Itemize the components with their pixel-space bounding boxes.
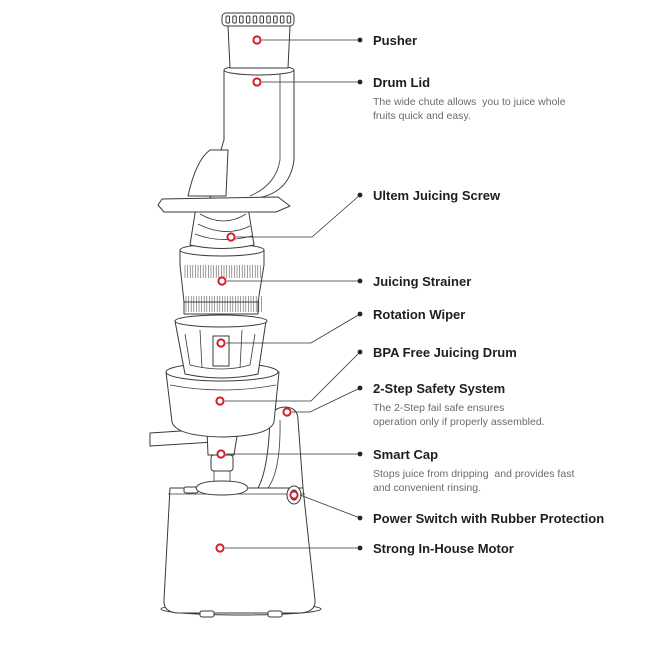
- desc-safety-system: The 2-Step fail safe ensures: [373, 402, 504, 414]
- juicer-illustration: [150, 13, 321, 617]
- label-safety-system: 2-Step Safety System: [373, 381, 505, 396]
- pusher-tooth: [226, 16, 230, 23]
- marker-pusher: [253, 36, 260, 43]
- label-smart-cap: Smart Cap: [373, 447, 438, 462]
- desc-smart-cap: Stops juice from dripping and provides f…: [373, 468, 574, 480]
- bullet-juicing-strainer: [358, 279, 363, 284]
- marker-motor: [216, 544, 223, 551]
- leader-safety-system: [292, 388, 360, 412]
- bullet-motor: [358, 546, 363, 551]
- marker-juicing-strainer: [218, 277, 225, 284]
- juicing-screw-drawing: [190, 207, 254, 249]
- marker-rotation-wiper: [217, 339, 224, 346]
- label-motor: Strong In-House Motor: [373, 541, 514, 556]
- label-juicing-strainer: Juicing Strainer: [373, 274, 471, 289]
- pusher-tooth: [287, 16, 291, 23]
- pusher-tooth: [253, 16, 257, 23]
- pusher-tooth: [280, 16, 284, 23]
- label-juicing-screw: Ultem Juicing Screw: [373, 188, 501, 203]
- desc-drum-lid: The wide chute allows you to juice whole: [373, 96, 566, 108]
- bullet-smart-cap: [358, 452, 363, 457]
- drum-lid-drawing: [158, 65, 294, 212]
- bullet-safety-system: [358, 386, 363, 391]
- label-drum-lid: Drum Lid: [373, 75, 430, 90]
- pusher-tooth: [246, 16, 250, 23]
- motor-base-drawing: [161, 487, 321, 617]
- bullet-rotation-wiper: [358, 312, 363, 317]
- label-rotation-wiper: Rotation Wiper: [373, 307, 465, 322]
- bullet-pusher: [358, 38, 363, 43]
- marker-smart-cap: [217, 450, 224, 457]
- label-pusher: Pusher: [373, 33, 417, 48]
- label-power-switch: Power Switch with Rubber Protection: [373, 511, 604, 526]
- marker-juicing-drum: [216, 397, 223, 404]
- pusher-tooth: [267, 16, 271, 23]
- desc-safety-system: operation only if properly assembled.: [373, 416, 545, 428]
- marker-power-switch: [290, 491, 297, 498]
- pusher-tooth: [233, 16, 237, 23]
- leader-power-switch: [300, 495, 360, 518]
- marker-drum-lid: [253, 78, 260, 85]
- marker-juicing-screw: [227, 233, 234, 240]
- bullet-juicing-drum: [358, 350, 363, 355]
- desc-drum-lid: fruits quick and easy.: [373, 110, 471, 122]
- bullet-power-switch: [358, 516, 363, 521]
- label-juicing-drum: BPA Free Juicing Drum: [373, 345, 517, 360]
- pusher-tooth: [260, 16, 264, 23]
- part-labels: PusherDrum LidThe wide chute allows you …: [373, 33, 604, 556]
- pusher-tooth: [274, 16, 278, 23]
- bullet-juicing-screw: [358, 193, 363, 198]
- bullet-drum-lid: [358, 80, 363, 85]
- marker-safety-system: [283, 408, 290, 415]
- pusher-tooth: [240, 16, 244, 23]
- desc-smart-cap: and convenient rinsing.: [373, 482, 481, 494]
